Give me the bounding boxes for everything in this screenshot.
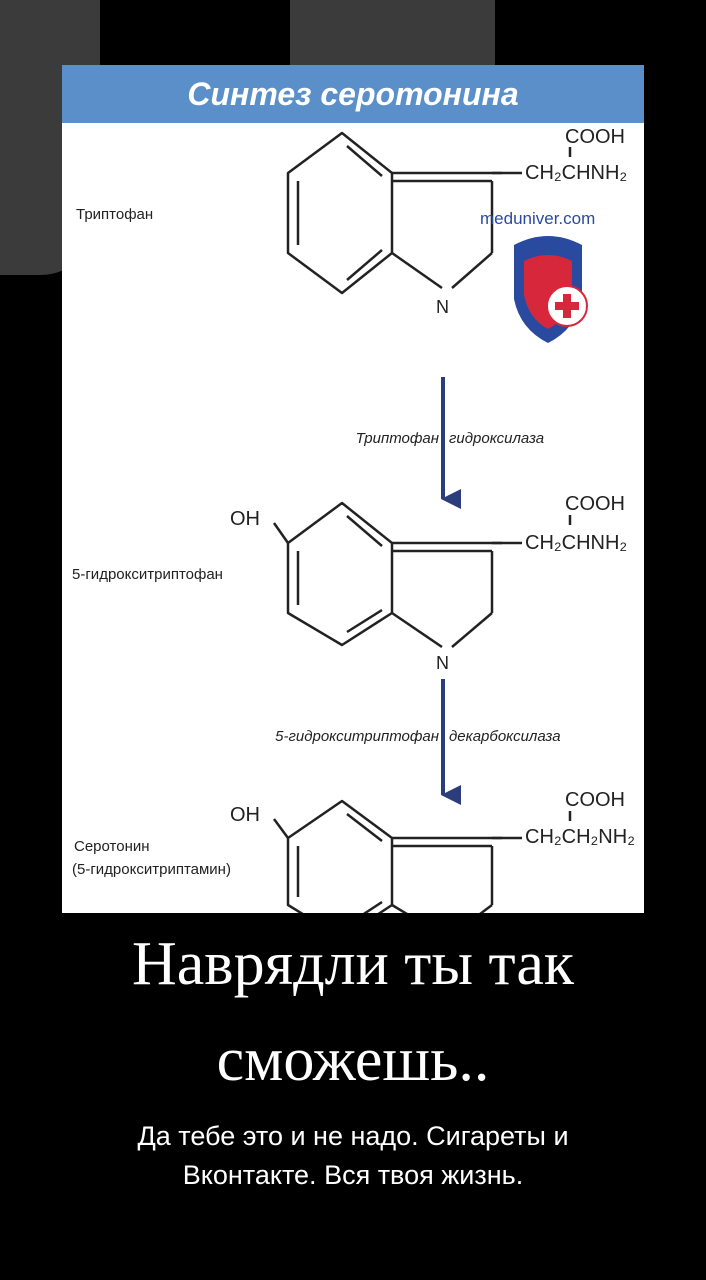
tryptophan-label: Триптофан [76, 206, 153, 223]
hydroxytryptophan-oh: OH [230, 508, 260, 530]
tryptophan-cooh: COOH [565, 126, 625, 148]
enzyme-2-left: 5-гидрокситриптофан [275, 728, 439, 745]
serotonin-oh: OH [230, 804, 260, 826]
hydroxytryptophan-n: N [436, 653, 449, 673]
background-shape-center [290, 0, 495, 65]
caption-line-1: Наврядли ты так [132, 930, 574, 998]
tryptophan-n: N [436, 297, 449, 317]
watermark: meduniver.com [480, 209, 595, 228]
hydroxytryptophan-chain: CH₂CHNH₂ [525, 532, 627, 554]
caption-line-2: сможешь.. [216, 1026, 490, 1094]
serotonin-alt-label: (5-гидрокситриптамин) [72, 861, 231, 878]
hydroxytryptophan-label: 5-гидрокситриптофан [72, 566, 223, 583]
poster-title: Синтез серотонина [62, 65, 644, 123]
tryptophan-chain: CH₂CHNH₂ [525, 162, 627, 184]
enzyme-1-left: Триптофан [356, 430, 439, 447]
hydroxytryptophan-structure [272, 501, 572, 649]
serotonin-label: Серотонин [74, 838, 150, 855]
serotonin-chain: CH₂CH₂NH₂ [525, 826, 635, 848]
hydroxytryptophan-cooh: COOH [565, 493, 625, 515]
enzyme-2-right: декарбоксилаза [449, 728, 561, 745]
subcaption-line-1: Да тебе это и не надо. Сигареты и [137, 1121, 569, 1151]
enzyme-1-right: гидроксилаза [449, 430, 544, 447]
shield-cross-icon [514, 236, 588, 343]
serotonin-cooh: COOH [565, 789, 625, 811]
subcaption-line-2: Вконтакте. Вся твоя жизнь. [182, 1160, 524, 1190]
serotonin-structure [272, 799, 572, 913]
synthesis-diagram: Триптофан COOH CH₂CHNH₂ N meduniver.com … [72, 126, 635, 913]
serotonin-synthesis-poster: Синтез серотонина Триптофан COOH CH₂CHNH… [62, 65, 644, 913]
tryptophan-structure [286, 131, 572, 295]
